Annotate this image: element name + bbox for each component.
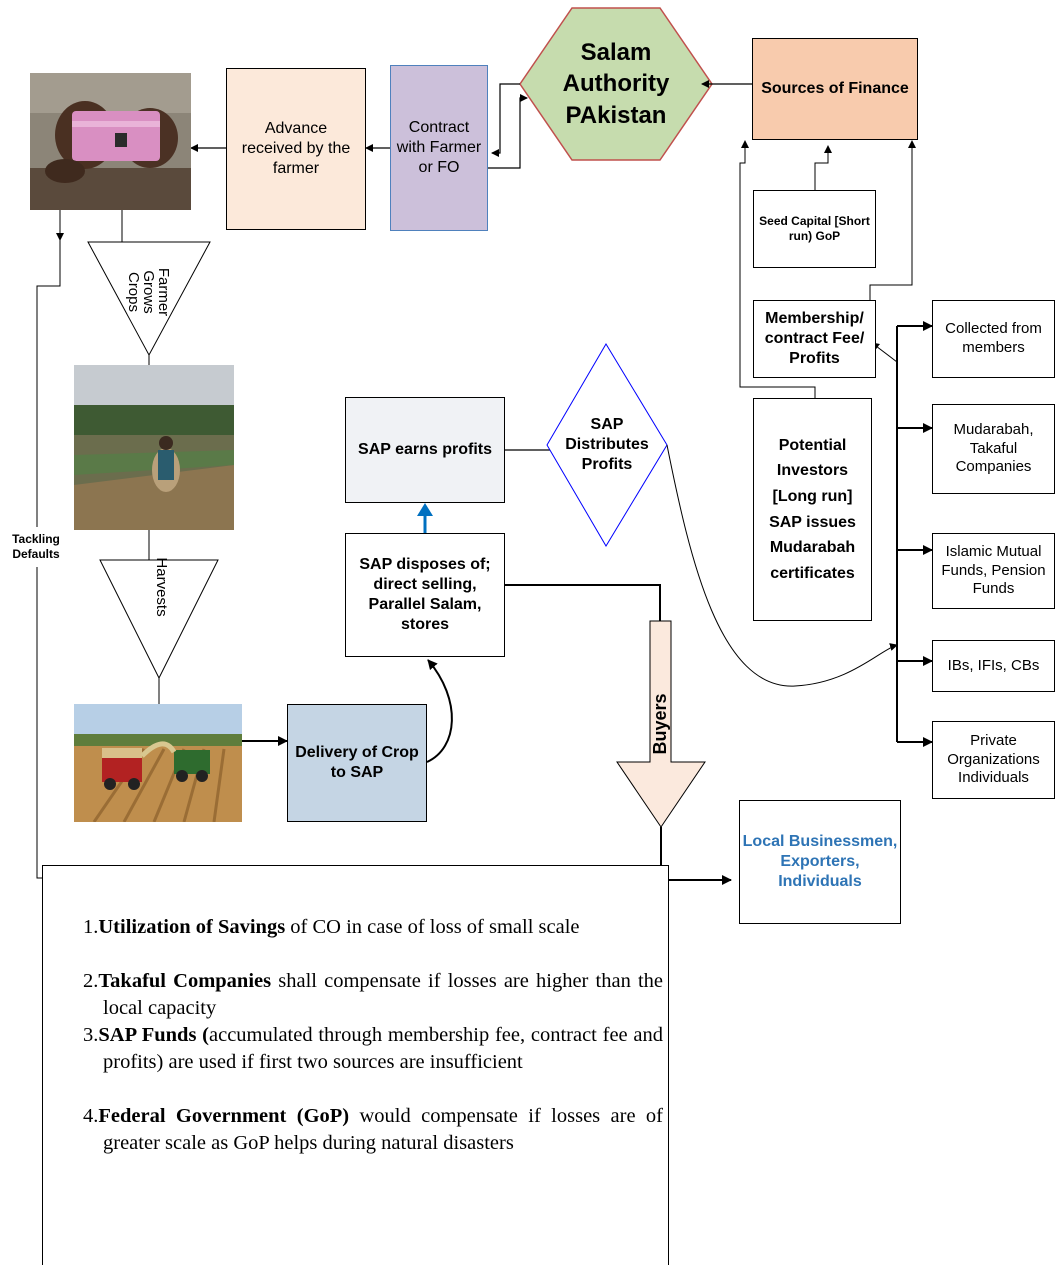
sources-of-finance-box: Sources of Finance [752,38,918,140]
harvests-label: Harvests [153,557,170,617]
advance-box: Advance received by the farmer [226,68,366,230]
tackling-defaults-notes: 1.Utilization of Savings of CO in case o… [42,865,669,1265]
tackling-defaults-label: Tackling Defaults [0,527,72,567]
ibs-box: IBs, IFIs, CBs [932,640,1055,692]
local-businessmen-box: Local Businessmen, Exporters, Individual… [739,800,901,924]
sap-distributes-diamond [546,343,668,547]
sap-earns-box: SAP earns profits [345,397,505,503]
money-photo [30,73,191,210]
farmer-grows-triangle [87,241,211,357]
membership-fee-box: Membership/ contract Fee/ Profits [753,300,876,378]
harvester-photo [74,704,242,822]
seed-capital-box: Seed Capital [Short run) GoP [753,190,876,268]
private-orgs-box: Private Organizations Individuals [932,721,1055,799]
islamic-funds-box: Islamic Mutual Funds, Pension Funds [932,533,1055,609]
farmer-field-photo [74,365,234,530]
potential-investors-box: Potential Investors [Long run] SAP issue… [753,398,872,621]
harvests-triangle [99,559,219,680]
note-item: 4.Federal Government (GoP) would compens… [83,1105,664,1154]
note-item: 1.Utilization of Savings of CO in case o… [83,916,580,938]
collected-members-box: Collected from members [932,300,1055,378]
salam-authority-label: Salam Authority PAkistan [562,39,670,129]
buyers-label: Buyers [650,693,670,755]
sap-distributes-label: SAP Distributes Profits [565,416,649,473]
sap-disposes-box: SAP disposes of; direct selling, Paralle… [345,533,505,657]
delivery-box: Delivery of Crop to SAP [287,704,427,822]
note-item: 2.Takaful Companies shall compensate if … [83,970,664,1019]
contract-box: Contract with Farmer or FO [390,65,488,231]
mudarabah-takaful-box: Mudarabah, Takaful Companies [932,404,1055,494]
note-item: 3.SAP Funds (accumulated through members… [83,1024,663,1073]
farmer-grows-label: Farmer Grows Crops [125,267,172,317]
buyers-arrow [616,620,706,828]
